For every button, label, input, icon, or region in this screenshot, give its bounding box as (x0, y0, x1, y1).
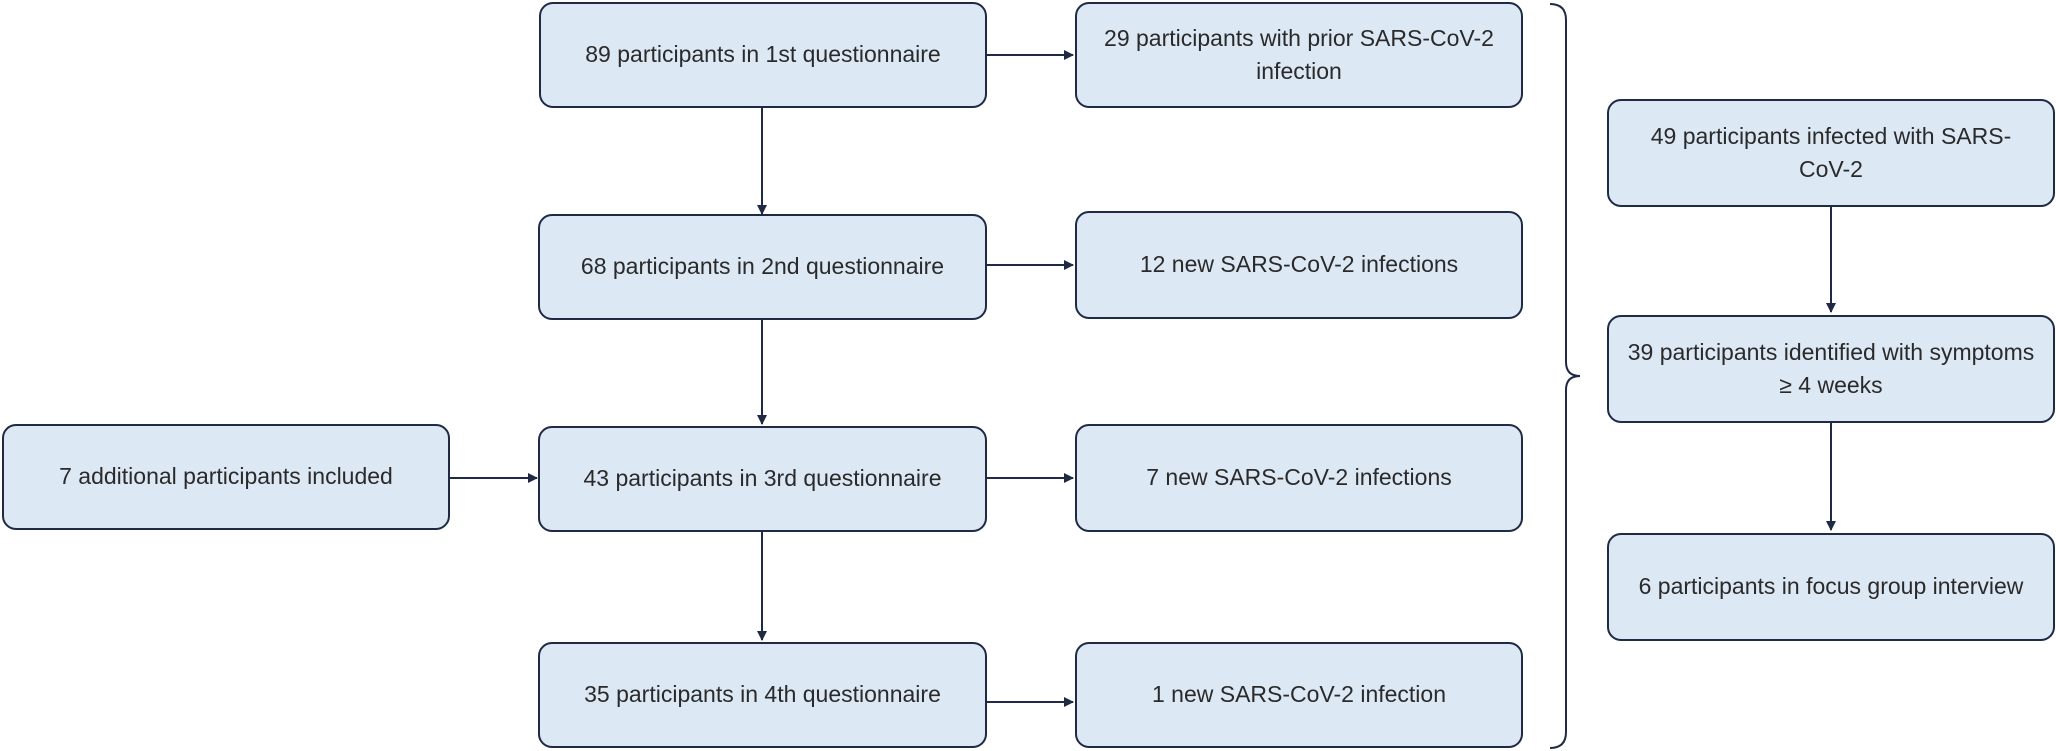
prior-infection-box: 29 participants with prior SARS-CoV-2 in… (1075, 2, 1523, 108)
questionnaire-4-box: 35 participants in 4th questionnaire (538, 642, 987, 748)
symptoms-label: 39 participants identified with symptoms… (1627, 338, 2035, 398)
additional-participants-box: 7 additional participants included (2, 424, 450, 530)
focus-group-box: 6 participants in focus group interview (1607, 533, 2055, 641)
questionnaire-3-label: 43 participants in 3rd questionnaire (583, 465, 942, 492)
new-infections-2-label: 12 new SARS-CoV-2 infections (1139, 251, 1459, 278)
questionnaire-3-box: 43 participants in 3rd questionnaire (538, 426, 987, 532)
infected-total-box: 49 participants infected with SARS-CoV-2 (1607, 99, 2055, 207)
questionnaire-2-label: 68 participants in 2nd questionnaire (580, 253, 945, 280)
new-infections-4-label: 1 new SARS-CoV-2 infection (1151, 681, 1447, 708)
new-infections-2-box: 12 new SARS-CoV-2 infections (1075, 211, 1523, 319)
infected-total-label: 49 participants infected with SARS-CoV-2 (1650, 122, 2012, 182)
new-infections-3-box: 7 new SARS-CoV-2 infections (1075, 424, 1523, 532)
grouping-brace (1549, 3, 1581, 749)
symptoms-box: 39 participants identified with symptoms… (1607, 315, 2055, 423)
focus-group-label: 6 participants in focus group interview (1638, 573, 2024, 600)
questionnaire-1-box: 89 participants in 1st questionnaire (539, 2, 987, 108)
questionnaire-4-label: 35 participants in 4th questionnaire (584, 681, 941, 708)
new-infections-3-label: 7 new SARS-CoV-2 infections (1146, 464, 1452, 491)
prior-infection-label: 29 participants with prior SARS-CoV-2 in… (1104, 24, 1494, 84)
questionnaire-1-label: 89 participants in 1st questionnaire (585, 41, 941, 68)
new-infections-4-box: 1 new SARS-CoV-2 infection (1075, 642, 1523, 748)
questionnaire-2-box: 68 participants in 2nd questionnaire (538, 214, 987, 320)
additional-participants-label: 7 additional participants included (59, 463, 393, 490)
